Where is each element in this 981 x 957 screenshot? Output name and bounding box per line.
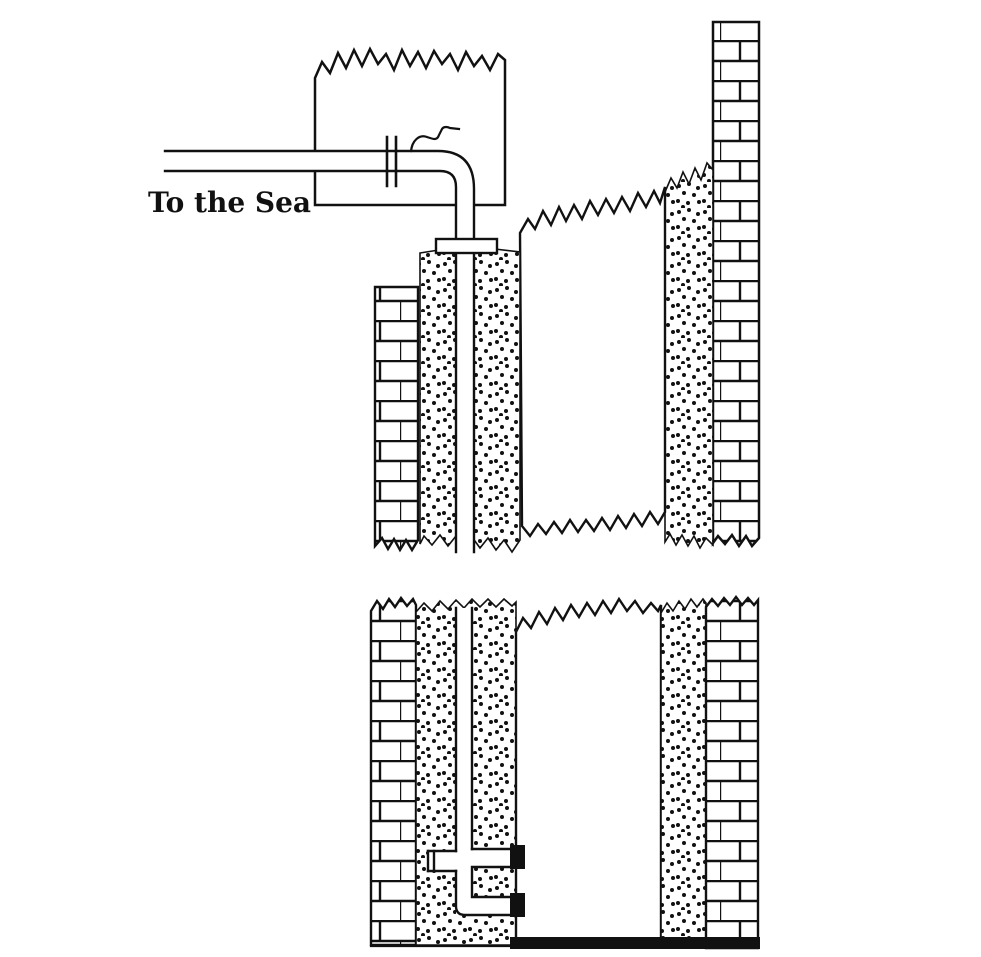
brick-wall-upper-right	[711, 20, 761, 549]
wall-flange-lower	[510, 893, 525, 917]
drain-pipe-inner-line	[163, 169, 458, 554]
footing-bar	[510, 937, 760, 949]
to-the-sea-label: To the Sea	[148, 186, 311, 219]
pipe-joint-bars	[385, 135, 398, 188]
cistern-tank	[313, 46, 507, 207]
pipe-coupling	[434, 237, 499, 255]
wall-flange-upper	[510, 845, 525, 869]
brick-wall-lower-left	[369, 595, 418, 947]
stipple-band-upper-right	[664, 161, 714, 550]
lower-figure	[369, 595, 760, 950]
wall-panel-upper	[518, 186, 667, 539]
drain-pipe-outer-line	[163, 149, 476, 554]
upper-figure	[163, 20, 761, 554]
wall-panel-lower	[514, 596, 663, 942]
brick-wall-lower-right	[704, 595, 760, 950]
brick-wall-upper-left	[373, 285, 420, 553]
stipple-band-lower-right	[660, 597, 707, 941]
buried-pipe-lines	[426, 606, 514, 917]
vent-squiggle	[409, 125, 461, 153]
